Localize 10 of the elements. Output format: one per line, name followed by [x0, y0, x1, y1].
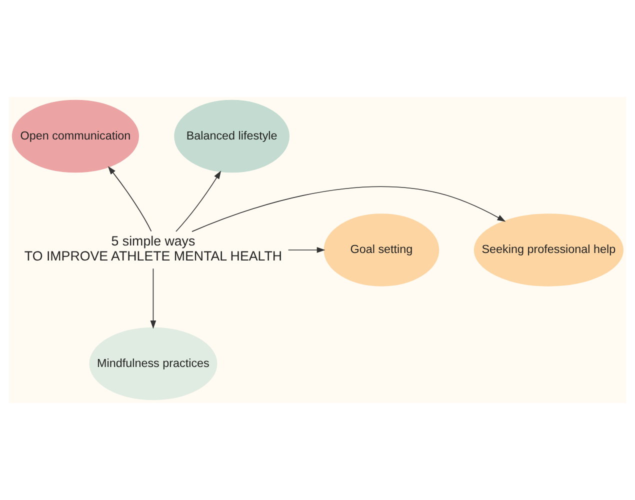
node-ellipse: Balanced lifestyle: [174, 100, 290, 173]
arrow: [150, 268, 156, 329]
arrow: [192, 186, 506, 232]
node-ellipse: Open communication: [12, 100, 140, 173]
arrow: [176, 170, 222, 232]
arrow: [288, 247, 326, 253]
node-text: 5 simple ways TO IMPROVE ATHLETE MENTAL HEALTH: [24, 234, 282, 264]
arrow: [108, 166, 152, 232]
node-ellipse: Goal setting: [324, 214, 440, 286]
node-ellipse: Mindfulness practices: [89, 327, 218, 400]
